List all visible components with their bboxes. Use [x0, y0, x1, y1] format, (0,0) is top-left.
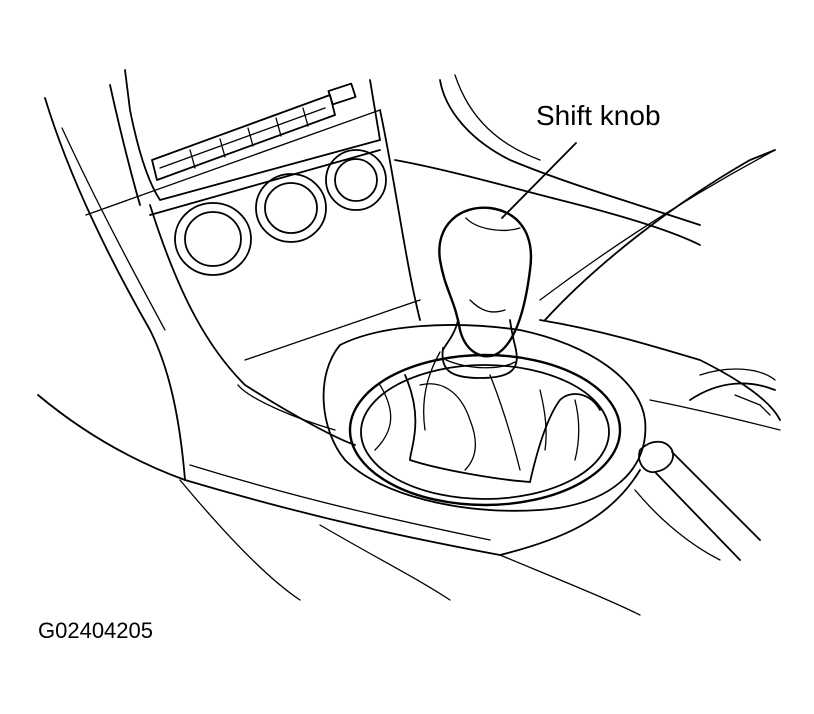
center-console: [37, 97, 641, 616]
parking-brake-handle: [634, 440, 761, 561]
shift-boot: [404, 351, 601, 483]
seat-side-panel: [394, 74, 781, 431]
button-row: [151, 82, 357, 181]
climate-dials: [174, 149, 387, 276]
shift-surround: [322, 324, 647, 512]
callout-leader-line: [501, 142, 577, 219]
figure-id: G02404205: [38, 618, 153, 643]
dashboard-panel: [85, 69, 421, 446]
shift-knob-label: Shift knob: [536, 100, 661, 131]
shift-knob: [438, 206, 533, 379]
